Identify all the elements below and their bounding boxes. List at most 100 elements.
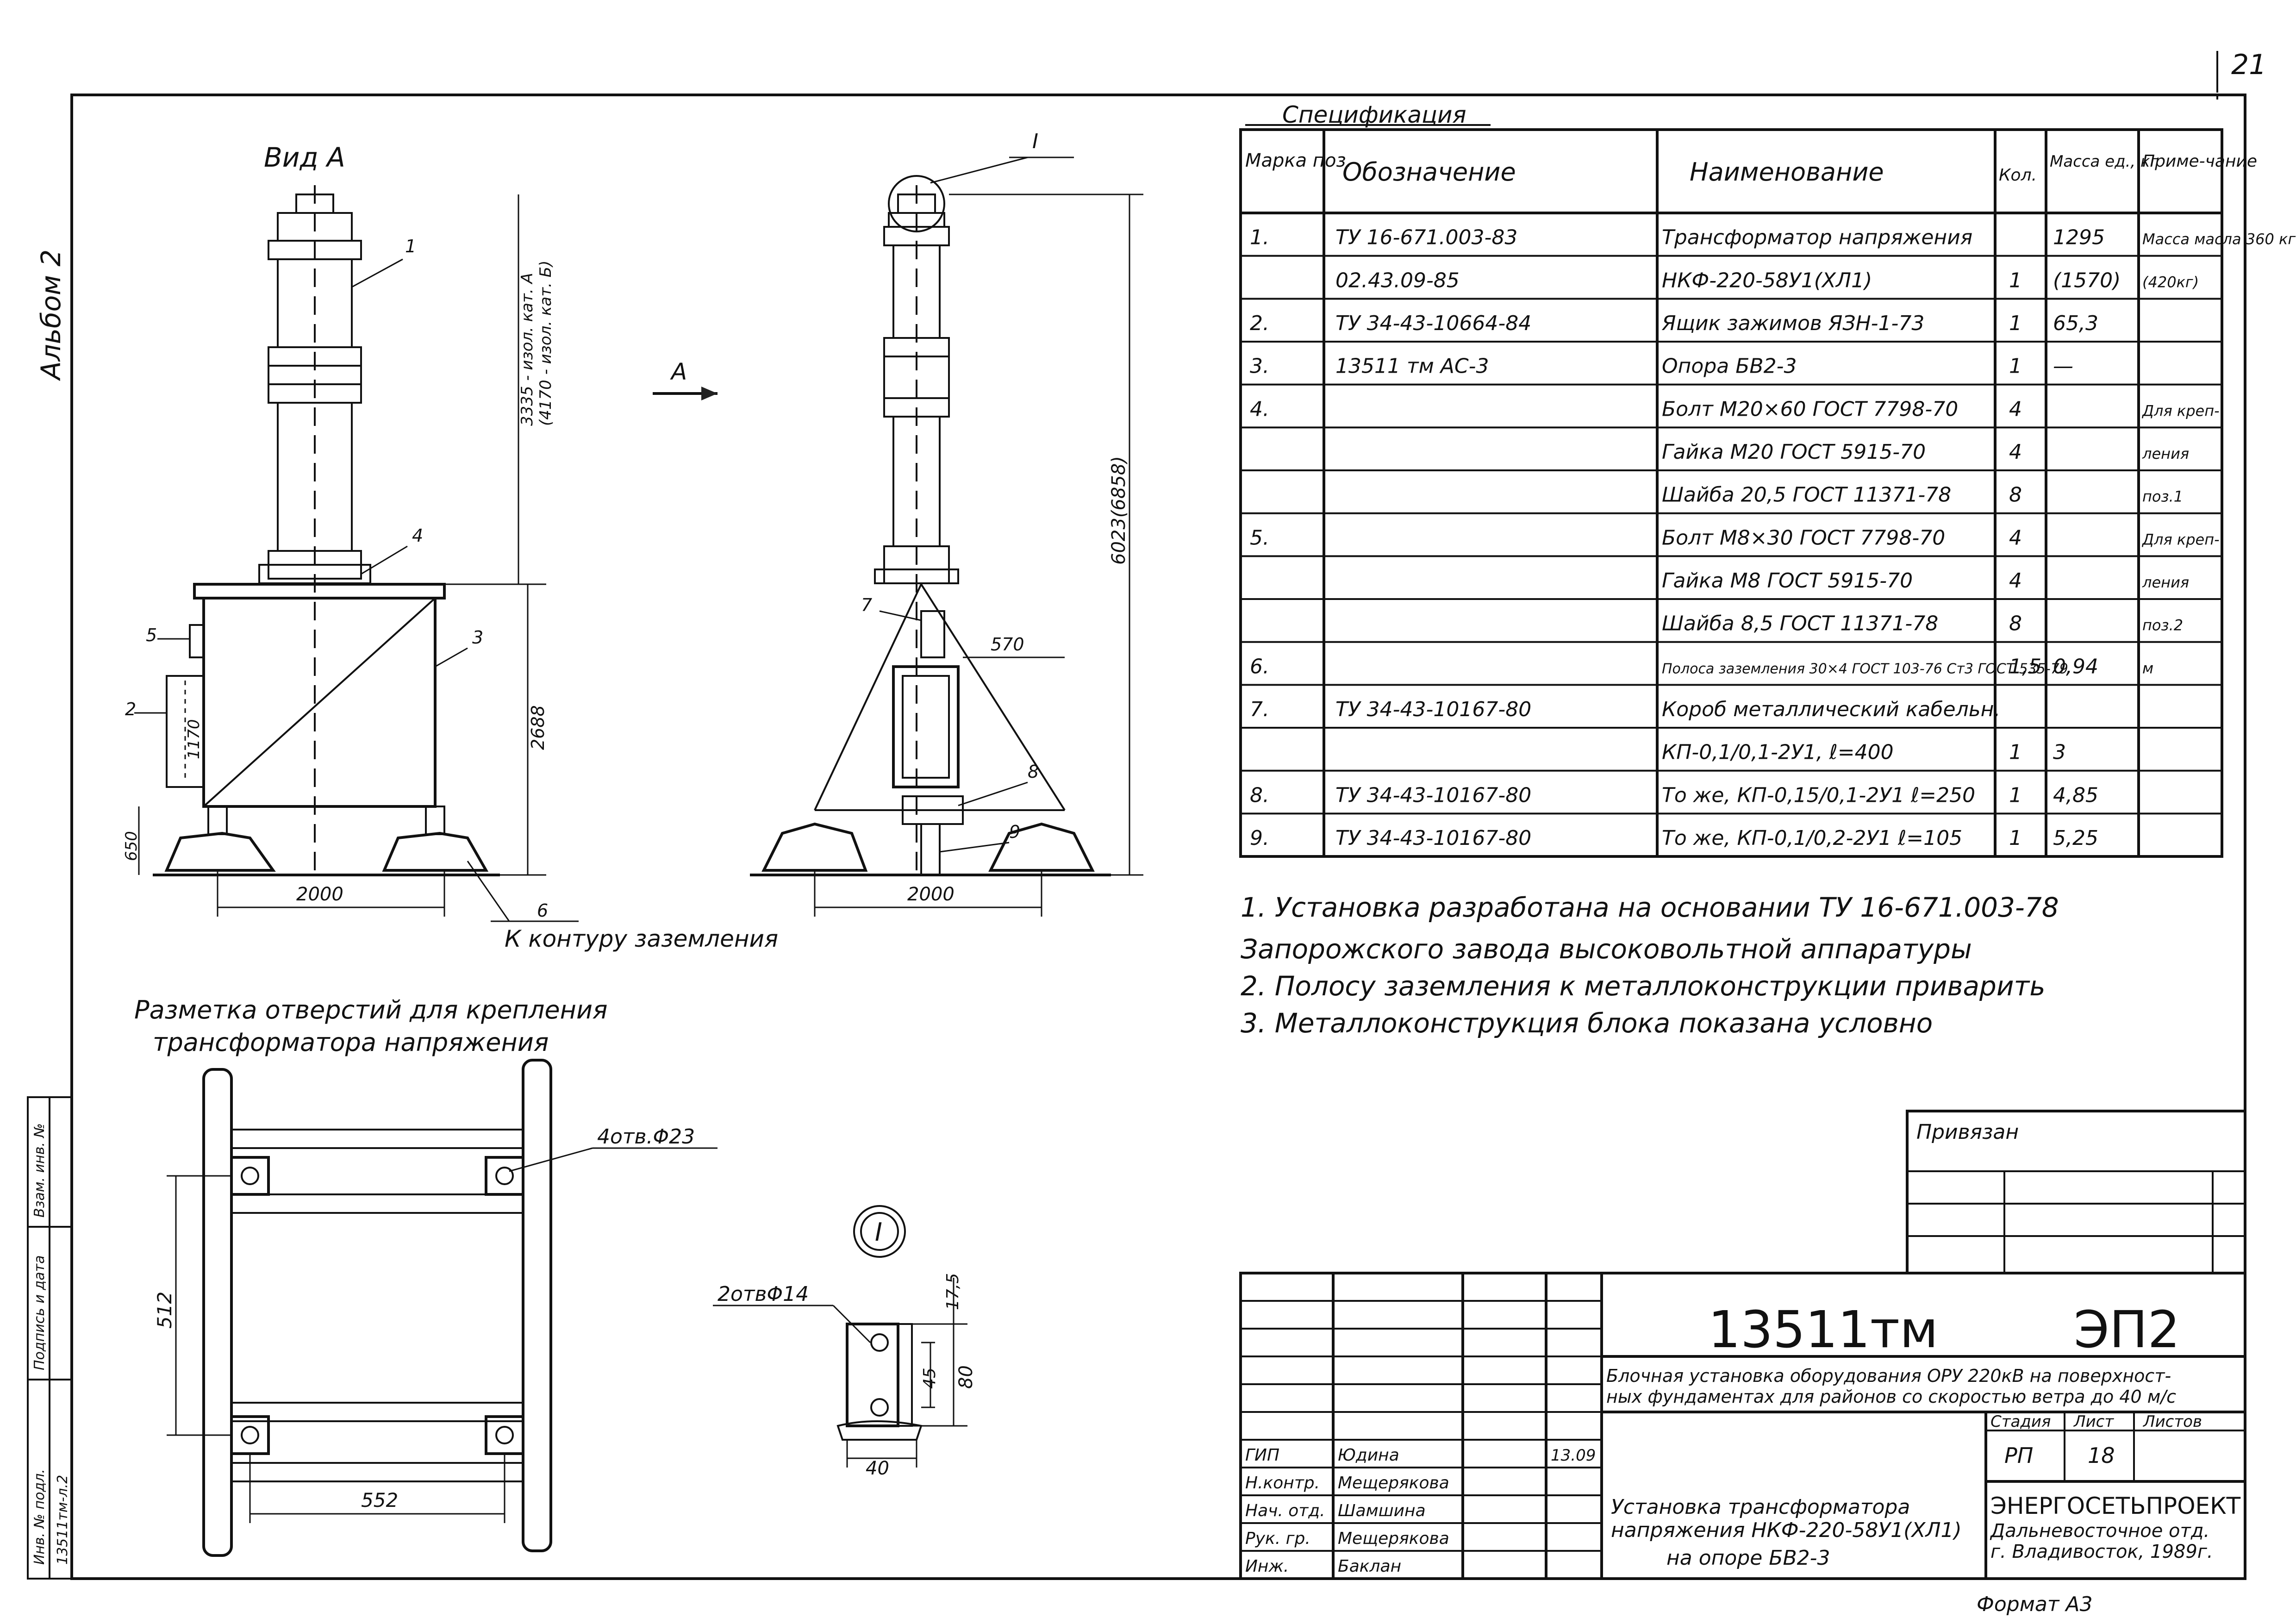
spec-cell: КП-0,1/0,1-2У1, ℓ=400 xyxy=(1662,741,1894,764)
spec-cell: Короб металлический кабельн. xyxy=(1662,698,2000,721)
stamp-num: 13511тм-л.2 xyxy=(55,1475,71,1565)
spec-cell: 13511 тм АС-3 xyxy=(1335,355,1489,378)
dim-total-height: 6023(6858) xyxy=(1108,456,1129,565)
holes-title-2: трансформатора напряжения xyxy=(153,1028,549,1057)
spec-cell: Трансформатор напряжения xyxy=(1662,226,1972,250)
spec-cell: 1 xyxy=(2009,783,2022,807)
callout-7: 7 xyxy=(861,595,872,615)
doc-code: 13511тм xyxy=(1708,1300,1938,1359)
spec-cell: ТУ 34-43-10167-80 xyxy=(1335,826,1531,850)
callout-8: 8 xyxy=(1028,762,1039,782)
spec-cell: 5. xyxy=(1250,526,1269,550)
spec-cell: Ящик зажимов ЯЗН-1-73 xyxy=(1661,312,1924,335)
stamp-sign: Подпись и дата xyxy=(31,1255,48,1371)
spec-cell: 4. xyxy=(1250,397,1269,421)
note-1: 1. Установка разработана на основании ТУ… xyxy=(1241,892,2059,923)
dim-45: 45 xyxy=(920,1368,939,1389)
staff-name: Мещерякова xyxy=(1338,1474,1449,1493)
sheet-label: Лист xyxy=(2073,1412,2114,1431)
dim-2000-a: 2000 xyxy=(296,884,343,905)
hole-layout: Разметка отверстий для крепления трансфо… xyxy=(134,995,718,1557)
spec-cell: 1 xyxy=(2009,741,2022,764)
spec-cell: Опора БВ2-3 xyxy=(1662,355,1797,378)
spec-cell: 4 xyxy=(2009,397,2022,421)
side-view: А I 6023(6858) xyxy=(653,130,1143,917)
spec-cell: ТУ 34-43-10167-80 xyxy=(1335,783,1531,807)
spec-cell: Полоса заземления 30×4 ГОСТ 103-76 Ст3 Г… xyxy=(1662,661,2068,677)
spec-cell: Для креп- xyxy=(2141,531,2220,548)
spec-title: Спецификация xyxy=(1282,101,1466,128)
spec-cell: ТУ 34-43-10167-80 xyxy=(1335,698,1531,721)
spec-table: Спецификация Марка поз. Обозначение Наим… xyxy=(1239,101,2296,858)
note-1-cont: Запорожского завода высоковольтной аппар… xyxy=(1241,933,1972,965)
privyazan-label: Привязан xyxy=(1916,1120,2019,1144)
callout-6: 6 xyxy=(537,900,548,921)
spec-cell: Шайба 20,5 ГОСТ 11371-78 xyxy=(1662,483,1951,507)
stamp-vzam: Взам. инв. № xyxy=(31,1123,48,1218)
spec-header-name: Наименование xyxy=(1690,157,1884,187)
spec-cell: (420кг) xyxy=(2142,273,2199,291)
spec-cell: 1 xyxy=(2009,355,2022,378)
spec-cell: Болт М20×60 ГОСТ 7798-70 xyxy=(1662,397,1958,421)
spec-cell: ТУ 34-43-10664-84 xyxy=(1335,312,1531,335)
detail-i: I 2отвΦ14 17,5 45 80 40 xyxy=(713,1205,977,1479)
detail-mark-ref: I xyxy=(1032,130,1038,153)
dim-40: 40 xyxy=(866,1458,889,1479)
detail-holes-label: 2отвΦ14 xyxy=(718,1282,809,1306)
note-2: 2. Полосу заземления к металлоконструкци… xyxy=(1241,970,2046,1002)
drawing-line-1: Установка трансформатора xyxy=(1611,1495,1910,1519)
callout-9: 9 xyxy=(1009,822,1020,842)
spec-header-qty: Кол. xyxy=(1999,166,2037,185)
dim-height-b: (4170 - изол. кат. Б) xyxy=(537,261,555,426)
doc-section: ЭП2 xyxy=(2074,1300,2180,1359)
page-number: 21 xyxy=(2231,49,2266,81)
dim-552: 552 xyxy=(361,1489,398,1512)
dim-2000-side: 2000 xyxy=(907,884,955,905)
spec-cell: 1295 xyxy=(2053,226,2105,250)
spec-cell: 3 xyxy=(2053,741,2066,764)
side-stamp: Взам. инв. № Подпись и дата Инв. № подл.… xyxy=(27,1096,73,1580)
spec-cell: 02.43.09-85 xyxy=(1335,269,1460,292)
spec-cell: ления xyxy=(2142,445,2189,462)
dim-650: 650 xyxy=(122,831,141,861)
notes: 1. Установка разработана на основании ТУ… xyxy=(1241,892,2059,1039)
stage-value: РП xyxy=(2004,1443,2033,1468)
spec-cell: поз.2 xyxy=(2142,617,2183,634)
staff-name: Юдина xyxy=(1338,1446,1399,1465)
note-3: 3. Металлоконструкция блока показана усл… xyxy=(1241,1007,1933,1039)
stage-label: Стадия xyxy=(1990,1412,2051,1431)
dim-2688: 2688 xyxy=(528,705,548,750)
spec-cell: ТУ 16-671.003-83 xyxy=(1335,226,1517,250)
spec-cell: 6. xyxy=(1250,655,1269,678)
format-label: Формат А3 xyxy=(1977,1593,2093,1616)
drawing-line-3: на опоре БВ2-3 xyxy=(1666,1546,1830,1570)
drawing-frame xyxy=(70,94,2246,1580)
view-a-title: Вид А xyxy=(264,142,345,173)
callout-4: 4 xyxy=(412,525,423,546)
spec-cell: 4 xyxy=(2009,526,2022,550)
spec-cell: Для креп- xyxy=(2141,402,2220,419)
staff-role: ГИП xyxy=(1245,1446,1279,1465)
spec-cell: (1570) xyxy=(2053,269,2121,292)
spec-cell: ления xyxy=(2142,574,2189,591)
spec-cell: 8. xyxy=(1250,783,1269,807)
spec-cell: 1,5 xyxy=(2009,655,2041,678)
dim-512: 512 xyxy=(153,1292,176,1329)
project-line-1: Блочная установка оборудования ОРУ 220кВ… xyxy=(1606,1366,2171,1386)
dim-1170: 1170 xyxy=(185,719,203,759)
spec-cell: 1 xyxy=(2009,826,2022,850)
privyazan-box: Привязан xyxy=(1906,1110,2246,1274)
project-line-2: ных фундаментах для районов со скоростью… xyxy=(1606,1387,2176,1407)
spec-cell: 2. xyxy=(1250,312,1269,335)
callout-2: 2 xyxy=(125,699,136,719)
dim-80: 80 xyxy=(955,1365,977,1389)
view-a: Вид А 3335 - изол. кат. А (4170 - изо xyxy=(122,142,778,952)
spec-cell: поз.1 xyxy=(2142,488,2183,506)
org-city: г. Владивосток, 1989г. xyxy=(1990,1541,2213,1562)
spec-cell: 8 xyxy=(2009,483,2022,507)
spec-header-designation: Обозначение xyxy=(1342,157,1516,187)
staff-role: Нач. отд. xyxy=(1245,1501,1325,1520)
spec-cell: 4 xyxy=(2009,440,2022,464)
dim-17-5: 17,5 xyxy=(943,1273,962,1310)
spec-header-mark: Марка поз. xyxy=(1245,150,1352,171)
